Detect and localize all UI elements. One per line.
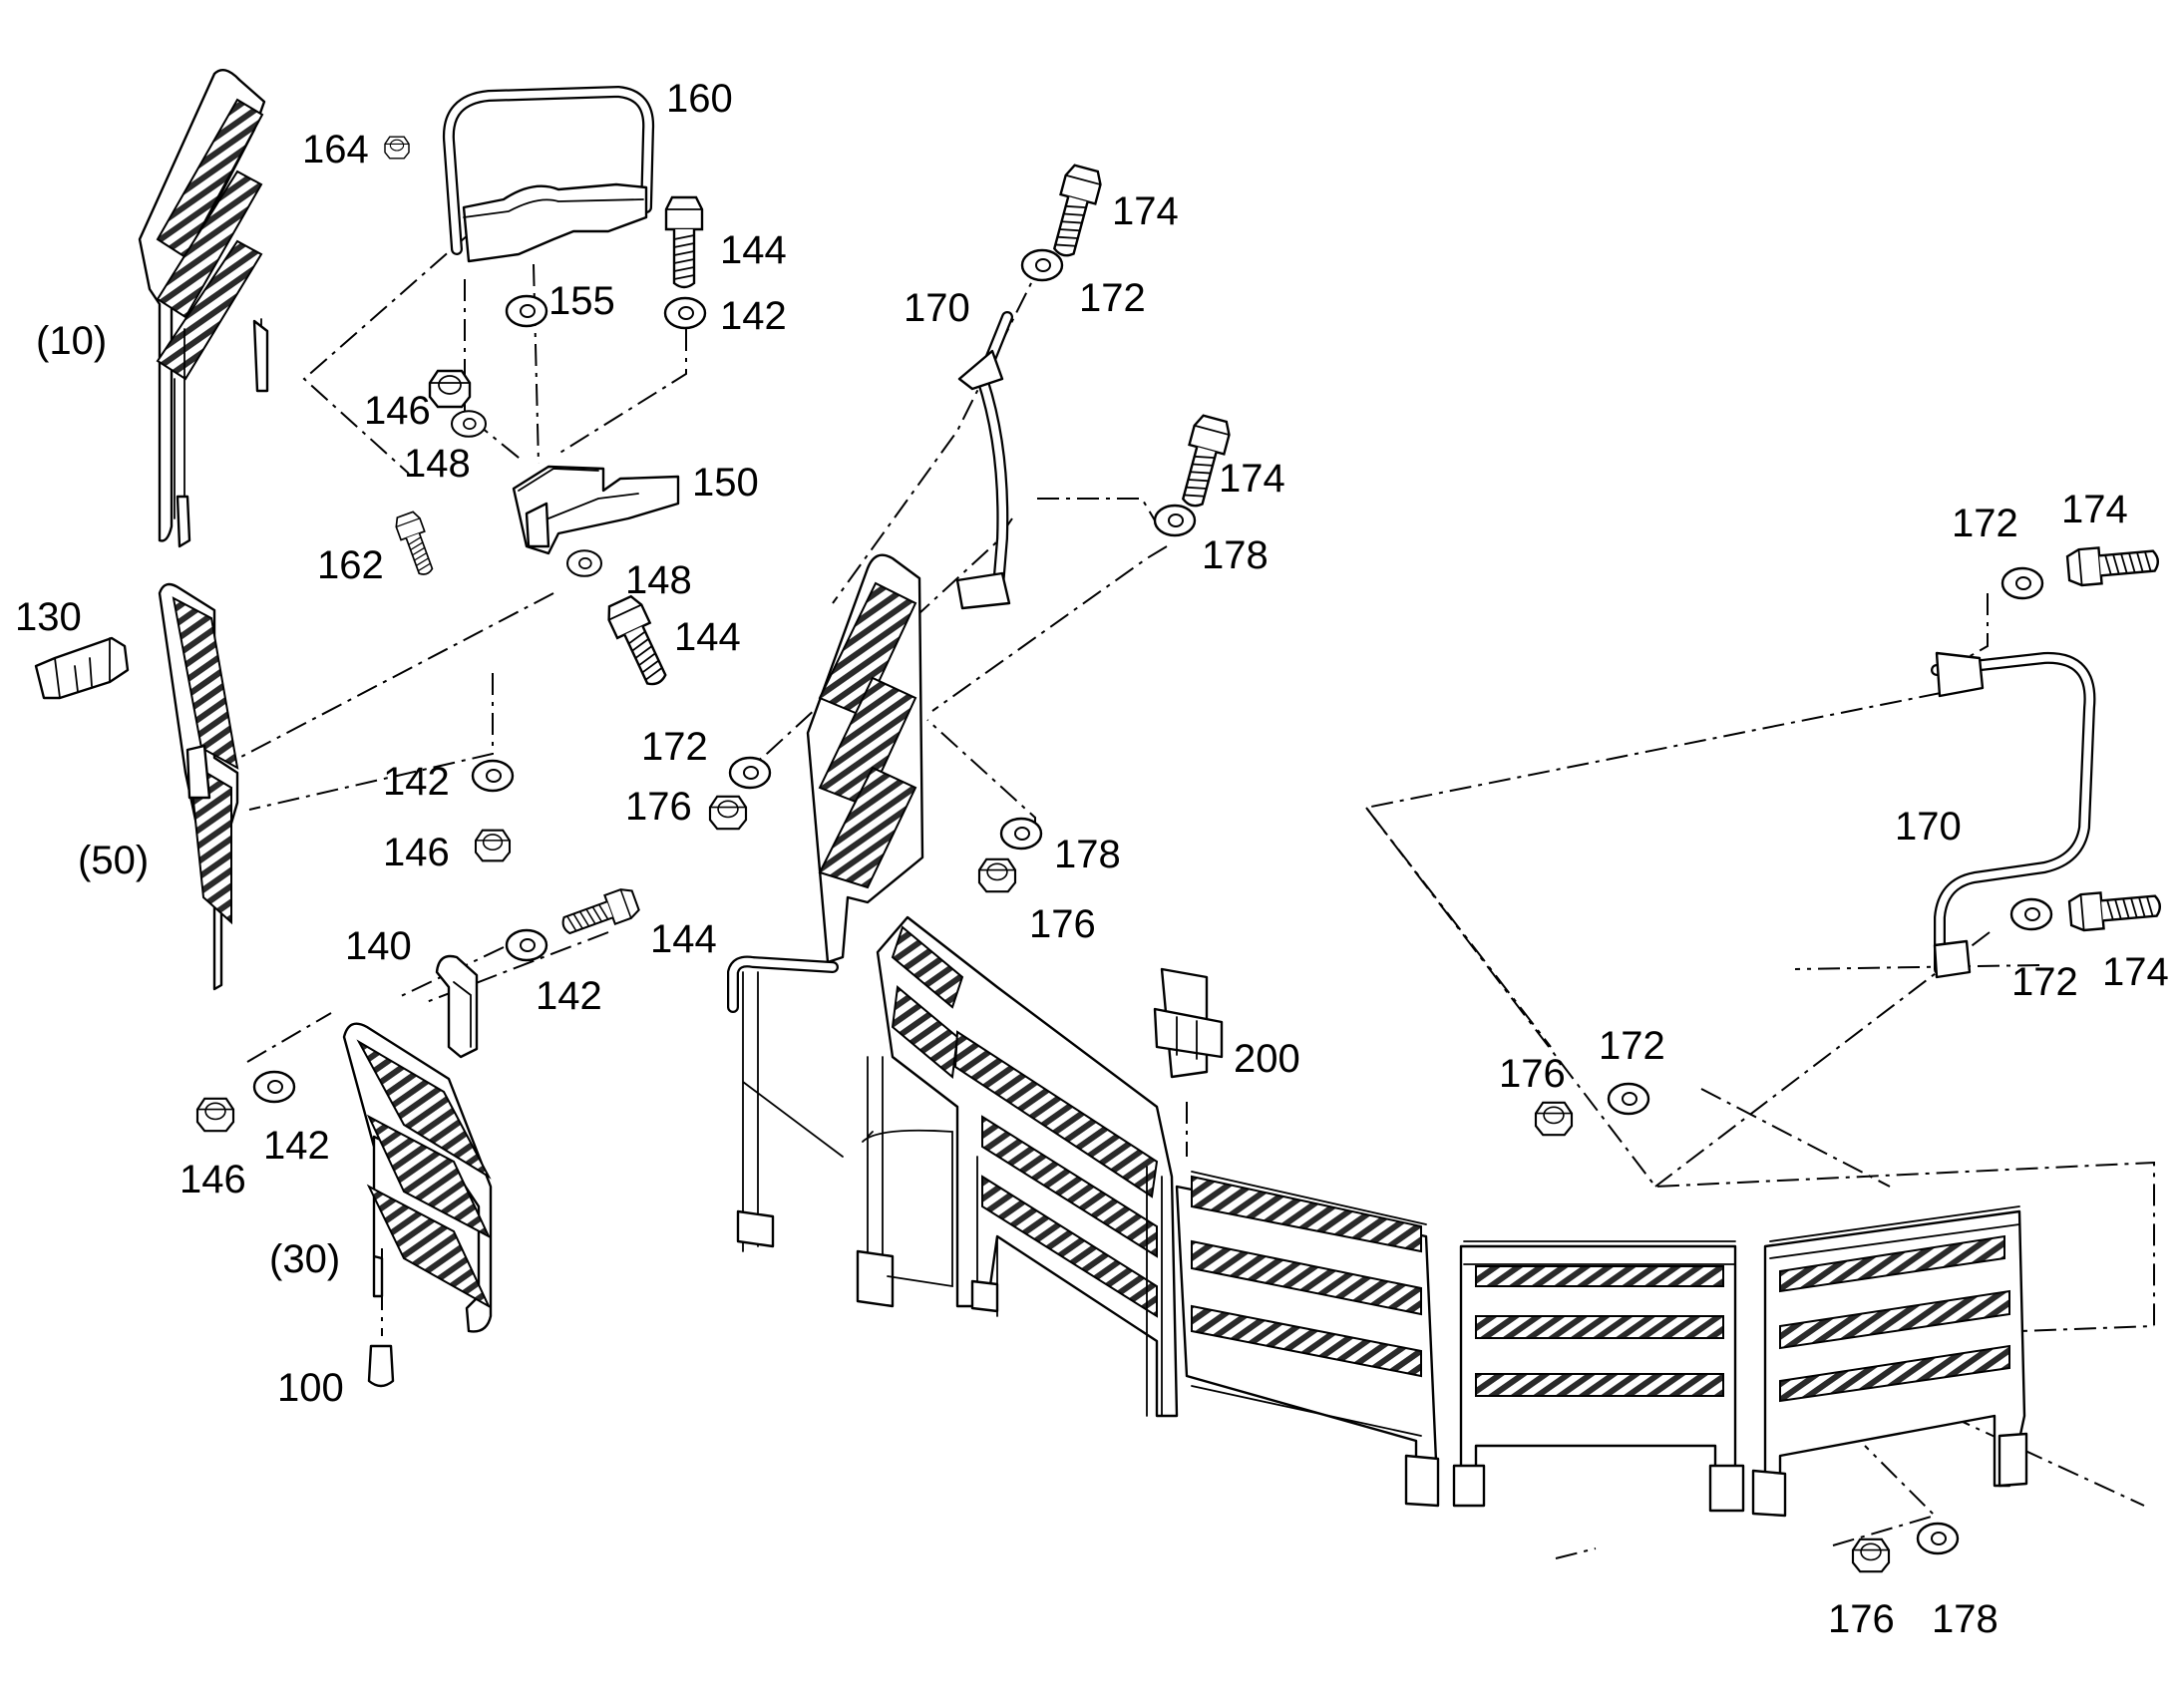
callout-assembly-10: (10) bbox=[36, 319, 107, 363]
callout-142: 142 bbox=[263, 1124, 330, 1168]
callout-172: 172 bbox=[1079, 276, 1146, 320]
clip-part-200 bbox=[1153, 967, 1224, 1079]
arm-part-170-left bbox=[955, 311, 1013, 610]
callout-174: 174 bbox=[1219, 457, 1285, 501]
callout-172: 172 bbox=[1952, 502, 2018, 545]
callout-146: 146 bbox=[383, 831, 450, 874]
callout-155: 155 bbox=[548, 279, 615, 323]
callout-170: 170 bbox=[1895, 805, 1962, 849]
callout-144: 144 bbox=[650, 917, 717, 961]
hardware-top-center bbox=[708, 162, 1234, 893]
stair-module-50 bbox=[34, 582, 239, 991]
callout-174: 174 bbox=[1112, 189, 1179, 233]
callout-100: 100 bbox=[277, 1366, 344, 1410]
stair-module-30 bbox=[342, 1022, 493, 1388]
callout-176: 176 bbox=[1499, 1052, 1566, 1096]
callout-144: 144 bbox=[674, 615, 741, 659]
callout-160: 160 bbox=[666, 77, 733, 121]
callout-172: 172 bbox=[1599, 1024, 1665, 1068]
callout-148: 148 bbox=[625, 558, 692, 602]
callout-142: 142 bbox=[383, 760, 450, 804]
callout-146: 146 bbox=[180, 1158, 246, 1201]
handrail-part-160 bbox=[442, 86, 655, 263]
callout-172: 172 bbox=[641, 725, 708, 769]
callout-146: 146 bbox=[364, 389, 431, 433]
callout-200: 200 bbox=[1234, 1037, 1300, 1081]
callout-144: 144 bbox=[720, 228, 787, 272]
callout-140: 140 bbox=[345, 924, 412, 968]
callout-178: 178 bbox=[1054, 833, 1121, 876]
callout-150: 150 bbox=[692, 461, 759, 505]
callout-178: 178 bbox=[1932, 1597, 1998, 1641]
callout-178: 178 bbox=[1202, 533, 1269, 577]
callout-176: 176 bbox=[1029, 902, 1096, 946]
callout-172: 172 bbox=[2011, 960, 2078, 1004]
callout-170: 170 bbox=[904, 286, 970, 330]
callout-164: 164 bbox=[302, 128, 369, 171]
bracket-part-150 bbox=[512, 465, 680, 555]
main-assembly bbox=[727, 553, 2028, 1518]
callout-176: 176 bbox=[625, 785, 692, 829]
stair-module-10 bbox=[138, 68, 269, 548]
callout-174: 174 bbox=[2102, 950, 2169, 994]
callout-176: 176 bbox=[1828, 1597, 1895, 1641]
callout-130: 130 bbox=[15, 595, 82, 639]
callout-142: 142 bbox=[536, 974, 602, 1018]
callout-assembly-30: (30) bbox=[269, 1237, 340, 1281]
callout-148: 148 bbox=[404, 442, 471, 486]
callout-labels: 160 164 144 155 142 (10) 146 148 150 162… bbox=[15, 77, 2169, 1641]
callout-174: 174 bbox=[2061, 488, 2128, 531]
callout-162: 162 bbox=[317, 543, 384, 587]
callout-assembly-50: (50) bbox=[78, 839, 149, 882]
arm-part-170-right bbox=[1931, 651, 2096, 979]
callout-142: 142 bbox=[720, 294, 787, 338]
leader-lines bbox=[238, 226, 2155, 1559]
bracket-part-140 bbox=[435, 954, 479, 1059]
